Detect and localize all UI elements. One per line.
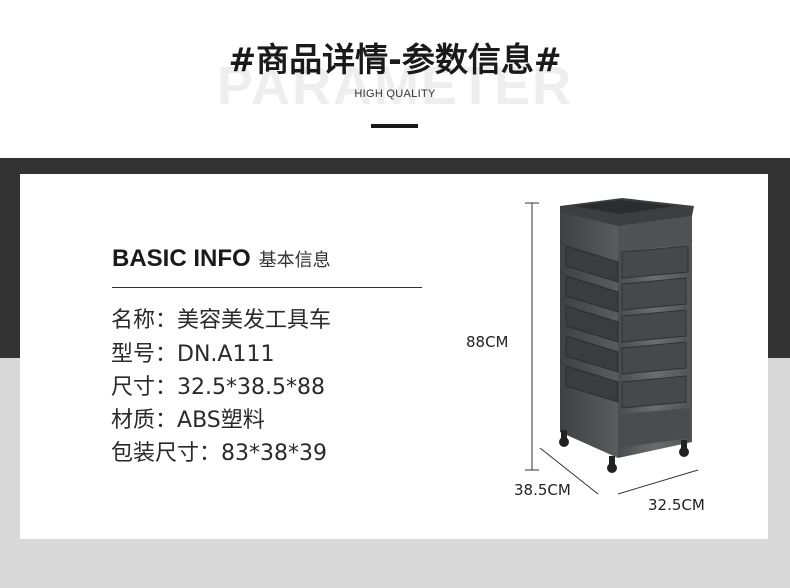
header: PARAMETER #商品详情-参数信息# HIGH QUALITY <box>0 0 790 158</box>
spec-value: ABS塑料 <box>177 408 265 433</box>
info-heading-en: BASIC INFO <box>112 245 251 272</box>
info-heading-cn: 基本信息 <box>258 250 331 271</box>
spec-row-material: 材质：ABS塑料 <box>111 406 265 436</box>
dimension-lines <box>525 202 699 495</box>
info-divider <box>112 287 422 288</box>
height-label: 88CM <box>466 333 509 351</box>
spec-row-package: 包装尺寸：83*38*39 <box>111 439 327 469</box>
spec-label: 尺寸： <box>111 375 178 400</box>
spec-label: 型号： <box>111 342 178 367</box>
spec-row-size: 尺寸：32.5*38.5*88 <box>111 373 325 403</box>
width-label: 32.5CM <box>648 496 705 514</box>
page-title: #商品详情-参数信息# <box>228 40 562 79</box>
spec-value: 32.5*38.5*88 <box>177 375 325 400</box>
spec-value: 美容美发工具车 <box>177 308 332 333</box>
watermark-text: PARAMETER <box>216 56 573 116</box>
spec-row-name: 名称：美容美发工具车 <box>111 306 331 336</box>
page-subtitle: HIGH QUALITY <box>354 88 436 100</box>
cart-illustration <box>559 198 694 473</box>
title-underline <box>371 124 418 128</box>
spec-label: 包装尺寸： <box>111 441 222 466</box>
info-heading: BASIC INFO 基本信息 <box>112 245 331 277</box>
spec-row-model: 型号：DN.A111 <box>111 340 274 370</box>
spec-label: 材质： <box>111 408 178 433</box>
spec-value: DN.A111 <box>177 342 275 367</box>
spec-value: 83*38*39 <box>221 441 327 466</box>
spec-label: 名称： <box>111 308 178 333</box>
depth-label: 38.5CM <box>514 481 571 499</box>
